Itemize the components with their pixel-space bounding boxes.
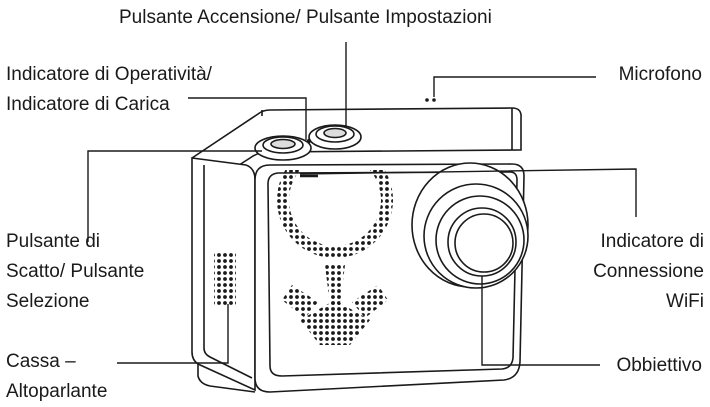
leader-lines — [87, 42, 637, 366]
leader-microphone — [433, 76, 596, 97]
label-speaker: Cassa – Altoparlante — [6, 351, 108, 402]
label-shutter-select: Pulsante di Scatto/ Pulsante Selezione — [6, 231, 145, 312]
label-status-charge: Indicatore di Operatività/ Indicatore di… — [6, 64, 212, 115]
leader-wifi — [299, 168, 637, 217]
label-microphone: Microfono — [618, 64, 702, 85]
leader-status — [188, 97, 307, 140]
camera-lens — [411, 162, 529, 289]
leader-shutter — [87, 150, 262, 242]
speaker-grille — [214, 252, 236, 306]
microphone-holes — [425, 98, 436, 102]
power-settings-button — [308, 124, 362, 150]
leader-lens — [481, 276, 600, 366]
label-power-settings: Pulsante Accensione/ Pulsante Impostazio… — [119, 7, 492, 28]
leader-speaker — [117, 304, 229, 364]
label-lens: Obbiettivo — [616, 355, 702, 376]
label-wifi-indicator: Indicatore di Connessione WiFi — [593, 231, 704, 312]
shutter-select-button — [254, 135, 312, 161]
status-led-dot — [306, 138, 312, 144]
